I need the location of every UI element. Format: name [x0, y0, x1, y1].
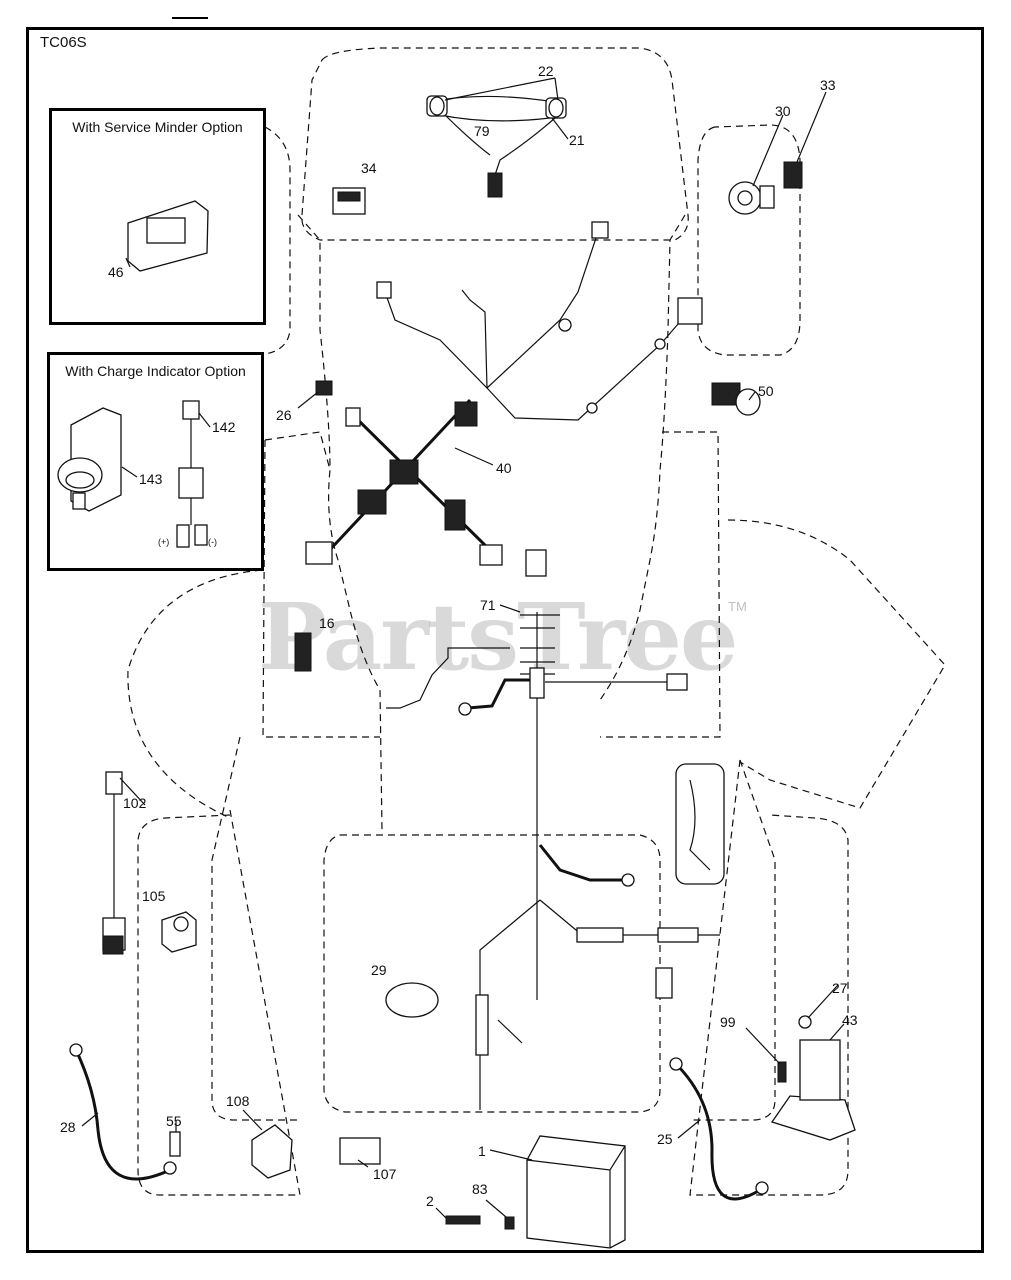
deck-right-outline — [689, 759, 849, 1196]
callout-34: 34 — [361, 160, 377, 176]
callout-107: 107 — [373, 1166, 397, 1182]
callout-143-box: 143 — [139, 471, 163, 487]
callout-16: 16 — [319, 615, 335, 631]
service-minder-box: With Service Minder Option 46 — [49, 108, 266, 325]
callout-142-box: 142 — [212, 419, 236, 435]
right-dash-outline — [599, 214, 686, 701]
seat-left-outline — [262, 431, 380, 738]
callout-43: 43 — [842, 1012, 858, 1028]
diagram-code: TC06S — [40, 34, 87, 51]
solenoid-105 — [161, 911, 197, 953]
dash-panel-outline — [297, 214, 383, 831]
ground-cables — [69, 1043, 769, 1201]
bolt-2 — [445, 1215, 481, 1225]
callout-21: 21 — [569, 132, 585, 148]
watermark-trademark: TM — [728, 599, 747, 614]
switch-34 — [332, 187, 366, 215]
headlight-harness — [426, 95, 567, 198]
part-108 — [251, 1124, 293, 1179]
callout-25: 25 — [657, 1131, 673, 1147]
seat-right-outline — [600, 431, 721, 738]
charge-indicator-title: With Charge Indicator Option — [65, 363, 246, 379]
lower-harness — [475, 763, 725, 1110]
bolt-55 — [169, 1131, 181, 1157]
callout-29: 29 — [371, 962, 387, 978]
deck-left-outline — [137, 736, 301, 1196]
callout-50: 50 — [758, 383, 774, 399]
relay-26 — [315, 380, 333, 396]
callout-28: 28 — [60, 1119, 76, 1135]
right-panel-outline — [697, 124, 801, 356]
callout-22: 22 — [538, 63, 554, 79]
right-fender-outline — [727, 519, 946, 809]
diagram-frame — [26, 27, 984, 1253]
nut-83 — [504, 1216, 515, 1230]
callout-40: 40 — [496, 460, 512, 476]
callout-27: 27 — [832, 980, 848, 996]
charge-indicator-drawing: (+) (-) 142 143 — [57, 400, 236, 548]
hood-outline — [301, 47, 689, 241]
callout-79: 79 — [474, 123, 490, 139]
part-102 — [102, 771, 126, 955]
top-edge-mark — [172, 17, 208, 19]
callout-83: 83 — [472, 1181, 488, 1197]
left-panel-outline — [190, 126, 291, 355]
switch-50 — [711, 382, 761, 416]
rear-harness-71 — [386, 549, 688, 1000]
callout-105: 105 — [142, 888, 166, 904]
callout-1: 1 — [478, 1143, 486, 1159]
callout-99: 99 — [720, 1014, 736, 1030]
battery-1 — [526, 1135, 626, 1249]
rear-center-outline — [323, 834, 661, 1113]
main-harness — [305, 221, 703, 566]
ignition-switch — [728, 161, 803, 215]
charge-indicator-box: With Charge Indicator Option (+) (-) 142… — [47, 352, 264, 571]
part-107 — [339, 1137, 381, 1165]
callout-30: 30 — [775, 103, 791, 119]
left-fender-outline — [127, 569, 263, 819]
callout-55: 55 — [166, 1113, 182, 1129]
callout-33: 33 — [820, 77, 836, 93]
watermark: PartsTree — [258, 583, 738, 691]
callout-46-box: 46 — [108, 264, 124, 280]
horn-29 — [385, 982, 439, 1018]
callout-108: 108 — [226, 1093, 250, 1109]
plus-label-box: (+) — [158, 537, 169, 547]
service-minder-title: With Service Minder Option — [72, 119, 243, 135]
chassis-outlines — [127, 47, 946, 1196]
callout-2: 2 — [426, 1193, 434, 1209]
minus-label-box: (-) — [208, 537, 217, 547]
ignition-module-43 — [770, 1015, 856, 1141]
callout-26: 26 — [276, 407, 292, 423]
part-16 — [294, 632, 312, 672]
service-minder-drawing: 46 — [108, 200, 209, 280]
callout-71: 71 — [480, 597, 496, 613]
callout-102: 102 — [123, 795, 147, 811]
